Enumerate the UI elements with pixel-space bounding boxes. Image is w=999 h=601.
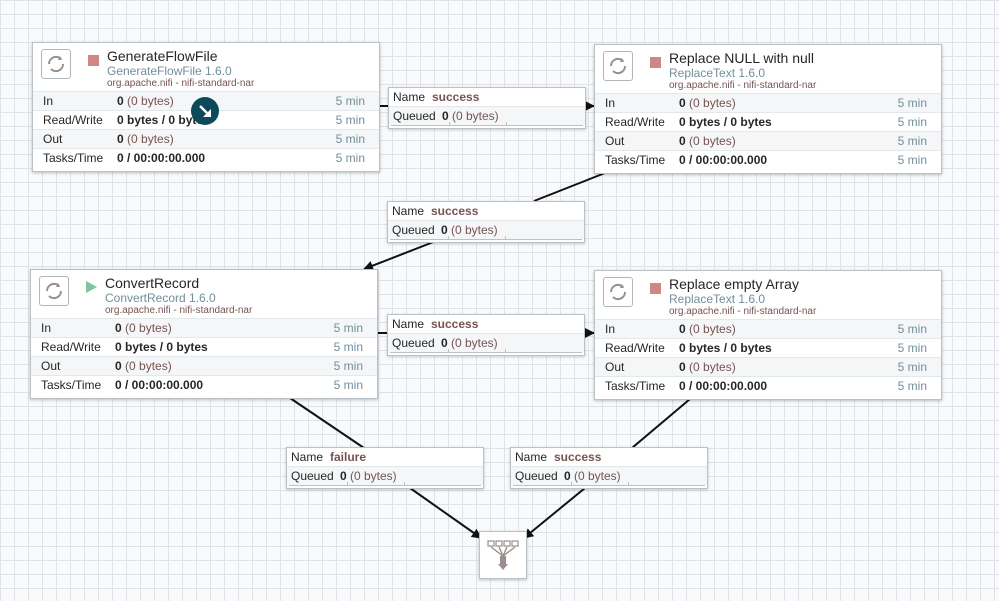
processor-header: ConvertRecord ConvertRecord 1.6.0 org.ap…	[31, 270, 377, 318]
processor-replace-empty-array[interactable]: Replace empty Array ReplaceText 1.6.0 or…	[594, 270, 942, 400]
stopped-state-icon	[650, 283, 661, 294]
processor-icon	[41, 49, 71, 79]
stopped-state-icon	[650, 57, 661, 68]
edge-rempty-success-a	[631, 398, 691, 449]
processor-bundle: org.apache.nifi - nifi-standard-nar	[669, 306, 817, 317]
running-state-icon	[86, 281, 97, 293]
processor-header: GenerateFlowFile GenerateFlowFile 1.6.0 …	[33, 43, 379, 91]
processor-header: Replace empty Array ReplaceText 1.6.0 or…	[595, 271, 941, 319]
connect-arrow-icon[interactable]	[191, 97, 219, 125]
queue-progress-bar	[391, 122, 583, 128]
relationship-name: success	[431, 204, 479, 218]
processor-bundle: org.apache.nifi - nifi-standard-nar	[107, 78, 255, 89]
edge-rnull-to-conv-b	[363, 240, 437, 271]
processor-icon	[39, 276, 69, 306]
processor-name: Replace NULL with null	[669, 50, 814, 66]
stopped-state-icon	[88, 55, 99, 66]
processor-bundle: org.apache.nifi - nifi-standard-nar	[105, 305, 253, 316]
processor-convertrecord[interactable]: ConvertRecord ConvertRecord 1.6.0 org.ap…	[30, 269, 378, 399]
processor-name: ConvertRecord	[105, 275, 200, 291]
queue-progress-bar	[289, 482, 481, 488]
processor-type: ReplaceText 1.6.0	[669, 66, 766, 80]
processor-type: ReplaceText 1.6.0	[669, 292, 766, 306]
edge-conv-failure-b	[409, 487, 482, 539]
queue-progress-bar	[390, 236, 582, 242]
processor-type: ConvertRecord 1.6.0	[105, 291, 216, 305]
edge-rnull-to-conv-a	[533, 172, 606, 202]
processor-replace-null[interactable]: Replace NULL with null ReplaceText 1.6.0…	[594, 44, 942, 174]
processor-type: GenerateFlowFile 1.6.0	[107, 64, 232, 78]
processor-name: GenerateFlowFile	[107, 48, 218, 64]
edge-rempty-success-b	[523, 487, 586, 539]
processor-name: Replace empty Array	[669, 276, 799, 292]
processor-header: Replace NULL with null ReplaceText 1.6.0…	[595, 45, 941, 93]
relationship-name: success	[431, 317, 479, 331]
edge-conv-failure-a	[289, 397, 365, 449]
funnel[interactable]	[479, 531, 527, 579]
queue-progress-bar	[390, 349, 582, 355]
processor-icon	[603, 51, 633, 81]
relationship-name: success	[432, 90, 480, 104]
queue-progress-bar	[513, 482, 705, 488]
relationship-name: failure	[330, 450, 367, 464]
relationship-name: success	[554, 450, 602, 464]
processor-icon	[603, 277, 633, 307]
funnel-icon	[487, 540, 519, 570]
processor-bundle: org.apache.nifi - nifi-standard-nar	[669, 80, 817, 91]
